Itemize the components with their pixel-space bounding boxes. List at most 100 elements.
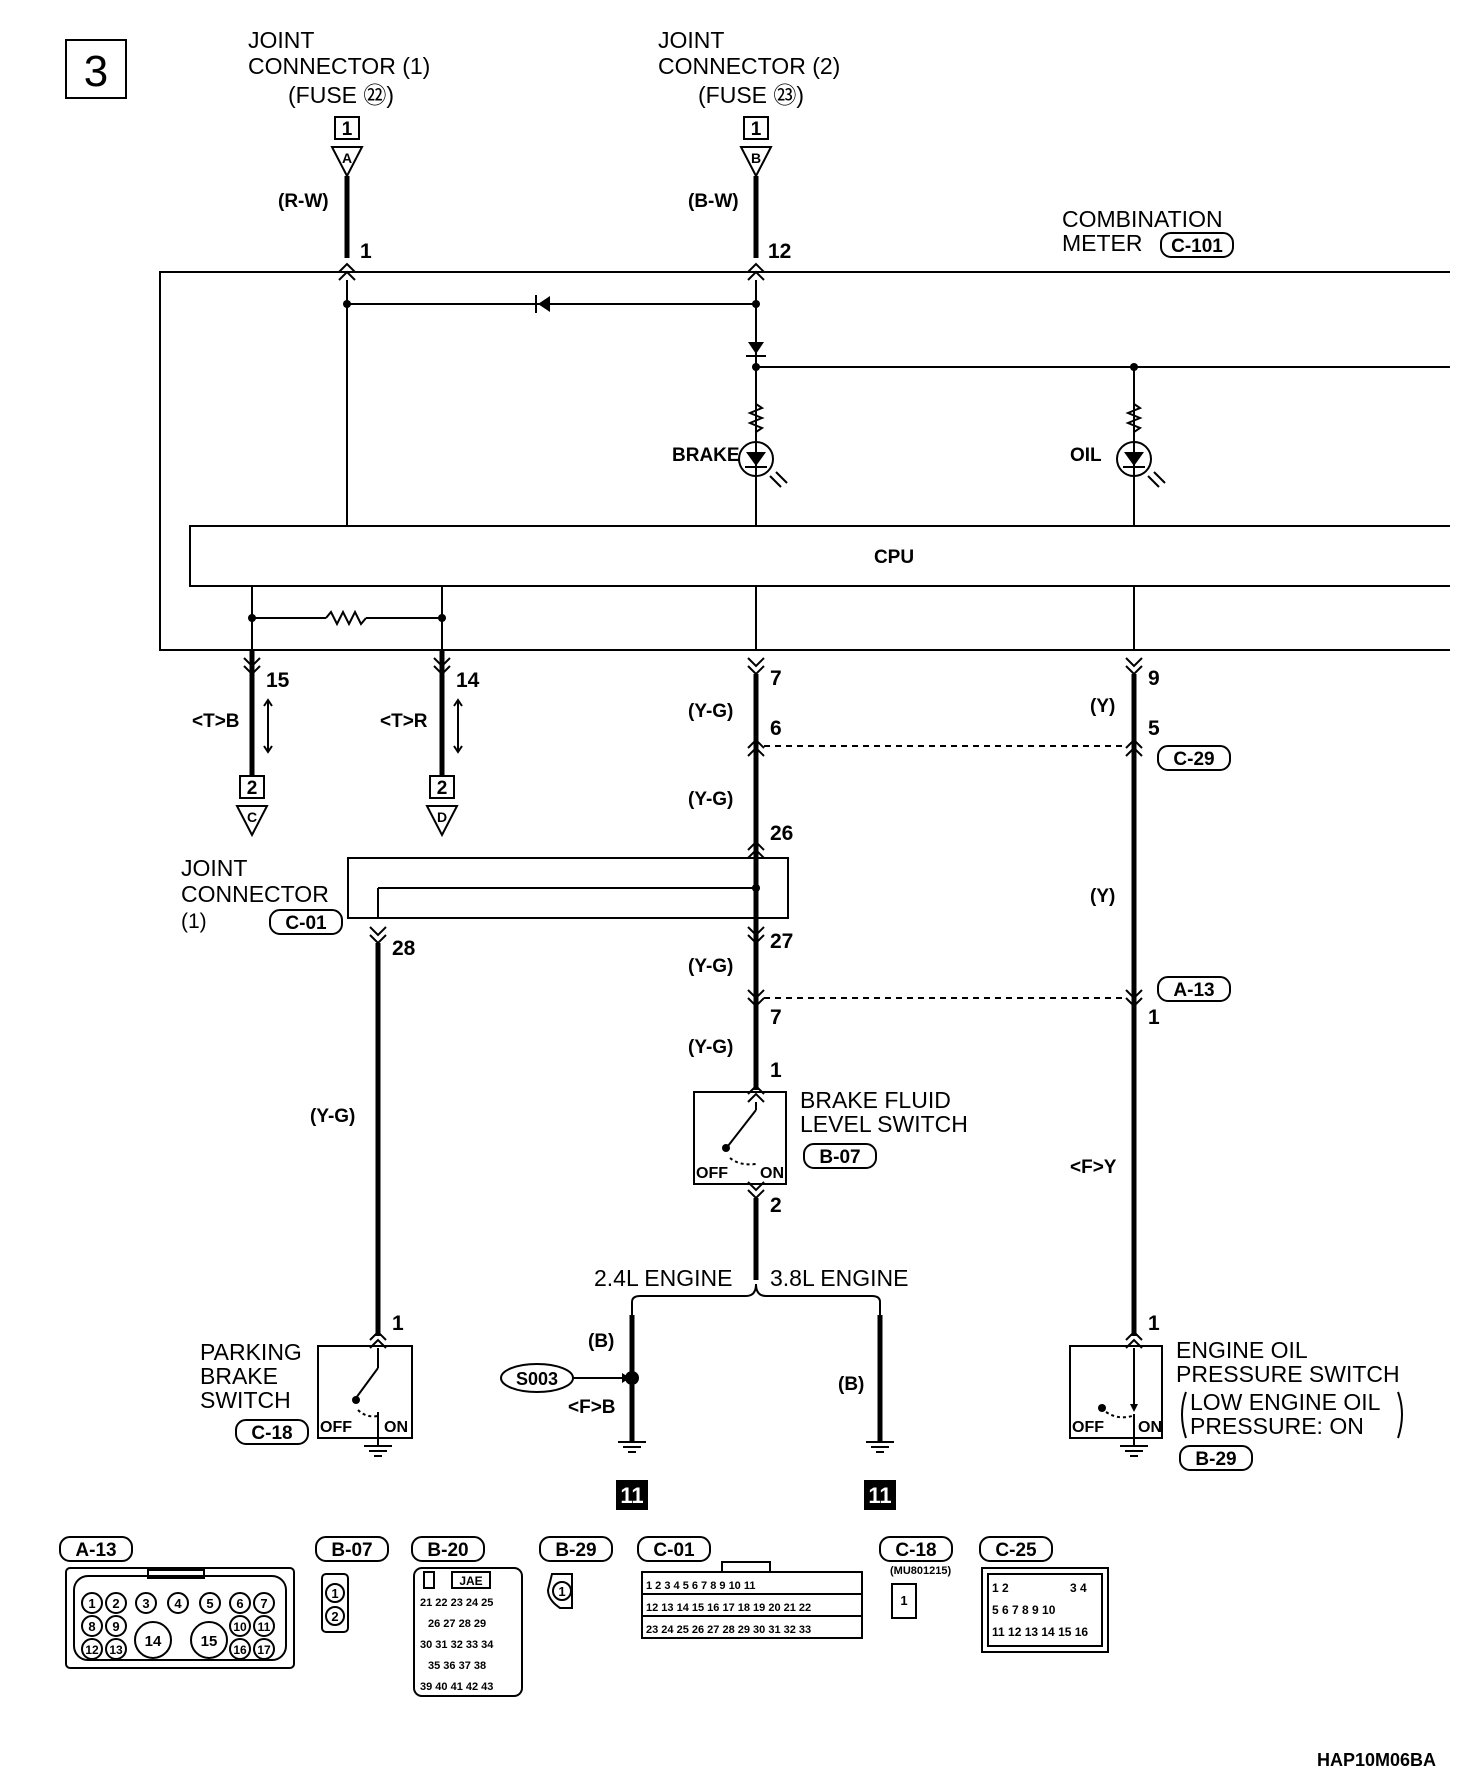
ground-ref-right: 11 (868, 1483, 891, 1508)
oil-pin-1a: 1 (1148, 1006, 1160, 1029)
svg-text:1 2: 1 2 (992, 1581, 1009, 1595)
oil-switch-connector-id: B-29 (1195, 1449, 1236, 1470)
left-wires: <T>B <T>R 2 C 2 D (192, 650, 463, 838)
svg-text:2: 2 (331, 1609, 338, 1624)
brake-wire-label-3: (Y-G) (688, 956, 733, 977)
fluid-connector-id: B-07 (819, 1147, 860, 1168)
svg-text:4: 4 (174, 1596, 182, 1611)
oil-switch-on: ON (1138, 1419, 1162, 1436)
parking-connector-id: C-18 (251, 1423, 292, 1444)
svg-text:1: 1 (88, 1596, 95, 1611)
fuse2-arrow-letter: B (751, 150, 761, 166)
joint-pin-28: 28 (392, 937, 416, 960)
meter-pin-1: 1 (360, 240, 372, 263)
fuse2-label-line3: (FUSE ㉓) (698, 82, 804, 108)
parking-off: OFF (320, 1419, 352, 1436)
fuse-source-1: JOINT CONNECTOR (1) (FUSE ㉒) 1 A (R-W) 1 (248, 27, 430, 263)
svg-text:2: 2 (112, 1596, 119, 1611)
svg-text:1: 1 (900, 1593, 907, 1608)
brake-wire-label-4: (Y-G) (688, 1037, 733, 1058)
parking-on: ON (384, 1419, 408, 1436)
engine-variants: 2.4L ENGINE 3.8L ENGINE (B) <F>B (B) S00… (500, 1265, 908, 1510)
svg-text:21 22 23 24 25: 21 22 23 24 25 (420, 1597, 493, 1609)
brake-pin-26: 26 (770, 822, 793, 845)
svg-text:3 4: 3 4 (1070, 1581, 1087, 1595)
parking-pin-1: 1 (392, 1312, 404, 1335)
fuse1-arrow-letter: A (342, 150, 352, 166)
combination-meter: COMBINATION METER C-101 (159, 206, 1450, 651)
diagram-label-b29: B-29 (555, 1540, 596, 1561)
oil-switch-off: OFF (1072, 1419, 1104, 1436)
fuse1-wire-color: (R-W) (278, 191, 329, 212)
meter-pin-9: 9 (1148, 667, 1160, 690)
svg-text:15: 15 (201, 1633, 218, 1650)
svg-text:10: 10 (233, 1620, 247, 1634)
c18-note: (MU801215) (890, 1565, 951, 1577)
oil-wire-label-1: (Y) (1090, 696, 1115, 717)
left-wire-2-box: 2 (437, 778, 448, 799)
connector-face-diagrams: A-13 1 2 3 4 5 6 7 8 9 10 11 12 13 16 17… (59, 1536, 1109, 1697)
parking-brake-switch: (Y-G) 1 OFF ON PARKING BRAKE SWITCH C-18 (200, 943, 413, 1457)
svg-text:23 24 25 26 27 28 29 30 31 32: 23 24 25 26 27 28 29 30 31 32 33 (646, 1624, 811, 1636)
diagram-label-c25: C-25 (995, 1540, 1037, 1561)
svg-text:17: 17 (257, 1643, 271, 1657)
joint-label-line2: CONNECTOR (181, 881, 329, 907)
left-wire-2-color: <T>R (380, 711, 428, 732)
meter-output-pins: 15 14 7 9 (243, 657, 1160, 692)
engine-right-wire: (B) (838, 1374, 864, 1395)
engine-left-wire2: <F>B (568, 1397, 616, 1418)
fluid-on: ON (760, 1165, 784, 1182)
left-wire-1-box: 2 (247, 778, 258, 799)
svg-text:3: 3 (142, 1596, 149, 1611)
meter-pin-14: 14 (456, 669, 480, 692)
connector-a13: A-13 (1173, 980, 1214, 1001)
oil-switch-label-line4: PRESSURE: ON (1190, 1413, 1364, 1439)
oil-switch-label-line3: LOW ENGINE OIL (1190, 1389, 1381, 1415)
left-wire-2-letter: D (437, 809, 447, 825)
connector-c29: C-29 (1173, 749, 1214, 770)
brake-wire-label-1: (Y-G) (688, 701, 733, 722)
svg-text:7: 7 (260, 1596, 267, 1611)
oil-wire-label-2: (Y) (1090, 886, 1115, 907)
left-wire-1-letter: C (247, 809, 257, 825)
svg-text:14: 14 (145, 1633, 162, 1650)
svg-text:35 36 37 38: 35 36 37 38 (428, 1660, 486, 1672)
fuse-source-2: JOINT CONNECTOR (2) (FUSE ㉓) 1 B (B-W) 1… (658, 27, 840, 263)
oil-pressure-switch: OFF ON ENGINE OIL PRESSURE SWITCH LOW EN… (1069, 1337, 1403, 1471)
svg-text:13: 13 (109, 1643, 123, 1657)
fuse1-label-line2: CONNECTOR (1) (248, 53, 430, 79)
svg-text:6: 6 (236, 1596, 243, 1611)
parking-wire-color: (Y-G) (310, 1106, 355, 1127)
meter-label-line1: COMBINATION (1062, 206, 1223, 232)
fuse1-label-line1: JOINT (248, 27, 314, 53)
svg-text:11: 11 (258, 1620, 271, 1634)
parking-label-line2: BRAKE (200, 1363, 278, 1389)
oil-lamp-label: OIL (1070, 445, 1102, 466)
joint-label-line3: (1) (181, 910, 207, 933)
oil-switch-label-line1: ENGINE OIL (1176, 1337, 1308, 1363)
engine-left-label: 2.4L ENGINE (594, 1265, 732, 1291)
b20-note: JAE (459, 1574, 482, 1588)
svg-text:12 13 14 15 16 17 18 19 20 21: 12 13 14 15 16 17 18 19 20 21 22 (646, 1602, 811, 1614)
b20-pins: 21 22 23 24 25 26 27 28 29 30 31 32 33 3… (420, 1597, 494, 1693)
page-number: 3 (84, 47, 108, 96)
fuse1-label-line3: (FUSE ㉒) (288, 82, 394, 108)
engine-right-label: 3.8L ENGINE (770, 1265, 908, 1291)
c25-pins: 1 2 3 4 5 6 7 8 9 10 11 12 13 14 15 16 (992, 1581, 1088, 1639)
fuse2-label-line1: JOINT (658, 27, 724, 53)
svg-text:12: 12 (85, 1643, 99, 1657)
fluid-pin-2: 2 (770, 1194, 782, 1217)
page-number-box: 3 (65, 39, 127, 99)
oil-pin-5: 5 (1148, 717, 1160, 740)
diagram-label-a13: A-13 (75, 1540, 116, 1561)
svg-text:26 27 28 29: 26 27 28 29 (428, 1618, 486, 1630)
svg-text:9: 9 (112, 1619, 119, 1634)
fuse2-wire-color: (B-W) (688, 191, 739, 212)
cpu-label: CPU (874, 547, 914, 568)
brake-lamp-label: BRAKE (672, 445, 740, 466)
brake-wire-label-2: (Y-G) (688, 789, 733, 810)
fuse1-box-num: 1 (342, 119, 353, 140)
left-wire-1-color: <T>B (192, 711, 240, 732)
